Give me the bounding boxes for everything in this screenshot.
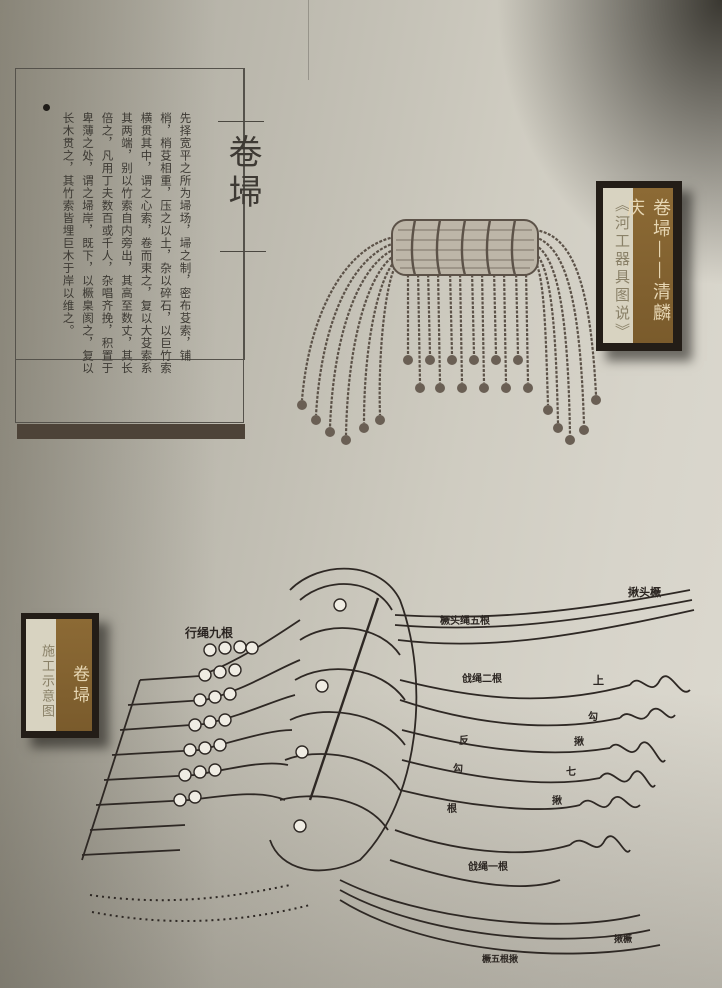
label-stake-top: 揪头橛 (628, 586, 661, 599)
caption-title: 卷埽 (56, 619, 92, 731)
construction-illustration (81, 567, 695, 955)
caption-source: 《河工器具图说》 (603, 188, 633, 343)
intro-body-text: 先择宽平之所为埽场，埽之制，密布芟索，铺梢，梢芟相重，压之以土，杂以碎石，以巨竹… (61, 112, 193, 375)
label-rope-two: 戗绳二根 (462, 674, 502, 685)
label-fan: 反 (459, 736, 469, 747)
caption-title: 卷埽——清麟庆 (624, 188, 673, 343)
panel-seam (308, 0, 309, 80)
caption-inner: 《河工器具图说》 卷埽——清麟庆 (603, 188, 673, 343)
intro-frame-bottom (15, 422, 244, 423)
title-rule-bottom (220, 251, 266, 252)
label-stake-five: 橛五根揪 (482, 955, 519, 965)
caption-box-source: 《河工器具图说》 卷埽——清麟庆 (596, 181, 682, 351)
intro-frame (15, 68, 245, 360)
intro-decor-bar (17, 424, 245, 439)
label-gou-2: 勾 (453, 764, 463, 775)
intro-frame-right (243, 68, 244, 422)
title-rule-top (218, 121, 264, 122)
label-qi: 七 (566, 767, 576, 778)
caption-subtitle: 施工示意图 (26, 619, 56, 731)
label-jiu-2: 揪 (552, 796, 562, 807)
label-jiu-1: 揪 (574, 737, 584, 748)
label-rope-five: 橛头绳五根 (440, 616, 490, 627)
bundle-illustration (297, 219, 601, 445)
bullet-dot-icon (43, 104, 50, 111)
label-stake-right: 揪橛 (614, 935, 633, 945)
label-rope-nine: 行绳九根 (185, 626, 234, 640)
label-gen: 根 (447, 804, 457, 815)
intro-frame-left (15, 358, 16, 422)
label-shang: 上 (593, 674, 604, 687)
label-gou-1: 勾 (588, 712, 598, 723)
intro-title: 卷埽 (222, 134, 262, 214)
caption-box-diagram: 施工示意图 卷埽 (21, 613, 99, 738)
label-rope-one: 戗绳一根 (468, 862, 508, 873)
caption-inner: 施工示意图 卷埽 (26, 619, 92, 731)
